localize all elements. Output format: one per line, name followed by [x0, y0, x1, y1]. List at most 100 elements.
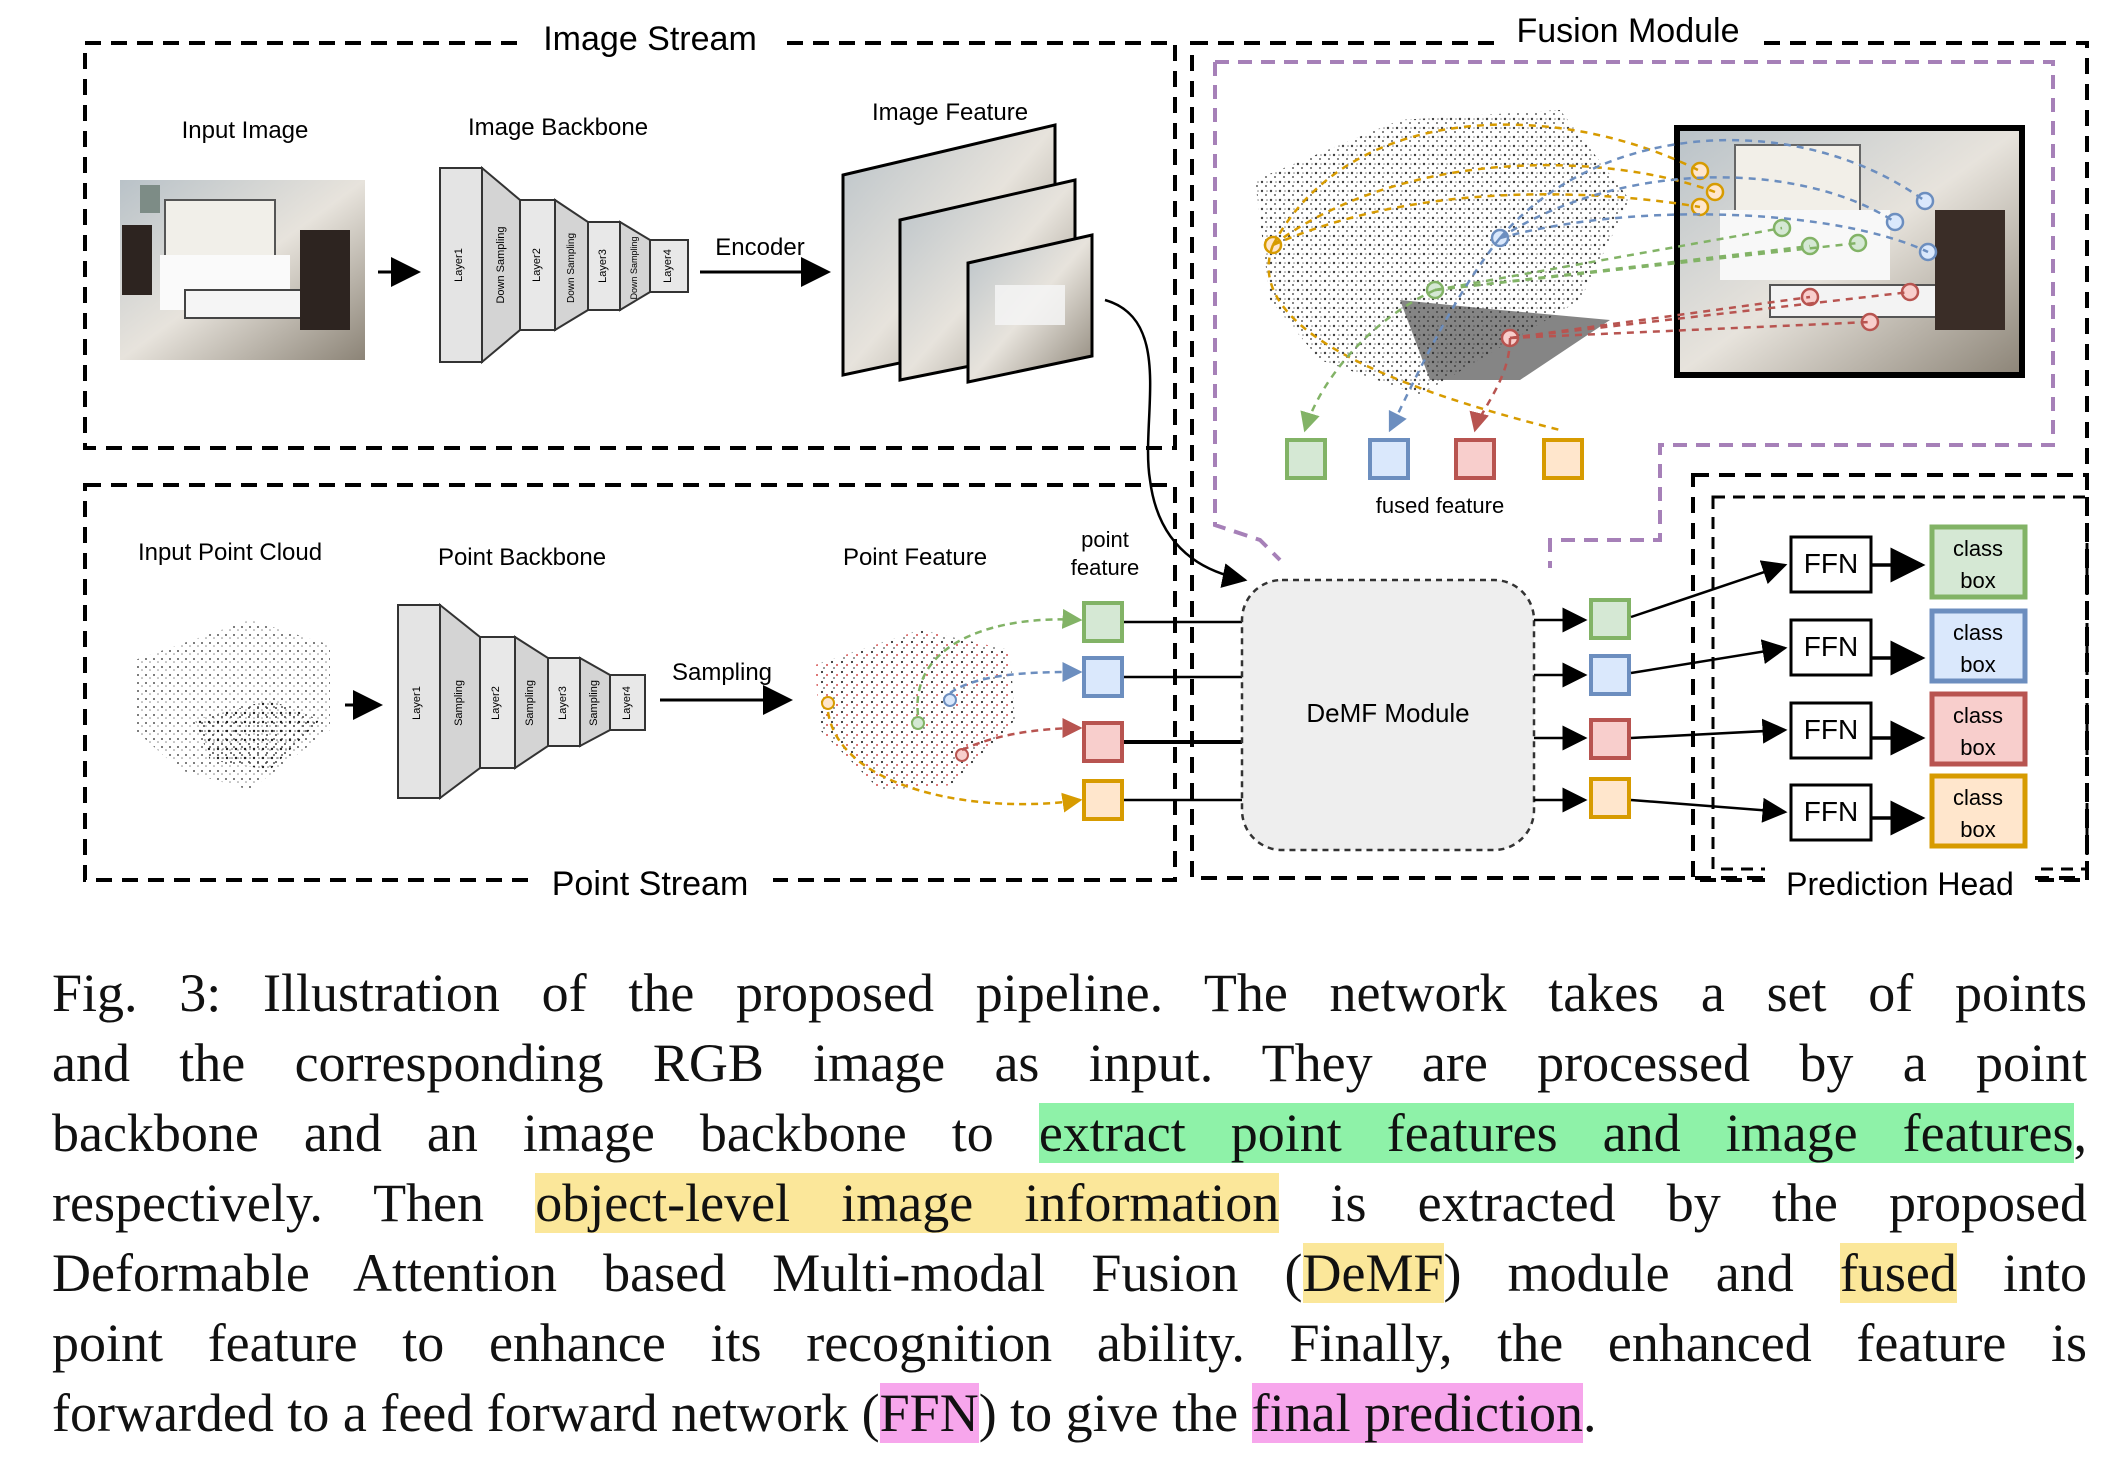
fused-feature-token-green [1285, 438, 1327, 480]
output-class-label: class [1953, 620, 2003, 645]
ffn-label: FFN [1804, 796, 1858, 827]
ffn-block-4 [1789, 783, 1873, 842]
caption-line-3: backbone and an image backbone to extrac… [52, 1098, 2087, 1168]
input-image [120, 180, 365, 360]
point-feature-heading-1: point [1081, 527, 1129, 552]
output-class-label: class [1953, 785, 2003, 810]
image-backbone-layer: Down Sampling [629, 236, 639, 299]
highlight-object-level-info: object-level image information [535, 1173, 1280, 1233]
output-blue [1929, 608, 2028, 684]
point-feature-token-orange [1082, 779, 1124, 821]
fusion-point-cloud [1255, 110, 1630, 395]
output-green [1929, 524, 2028, 600]
image-stream-panel: Image Stream Input Image Image Backbone … [83, 18, 1177, 450]
output-red [1929, 691, 2028, 767]
fused-feature-token-blue [1368, 438, 1410, 480]
caption-line-5: Deformable Attention based Multi-modal F… [52, 1238, 2087, 1308]
point-backbone-layer: Layer4 [621, 686, 633, 720]
sampling-label: Sampling [672, 659, 772, 686]
image-to-demf-arrow [1104, 298, 1248, 588]
output-box-label: box [1960, 817, 1995, 842]
demf-module: DeMF Module [1240, 578, 1536, 852]
caption-text: Deformable Attention based Multi-modal F… [52, 1243, 1303, 1303]
point-to-demf-links [1124, 620, 1242, 802]
fusion-image-panel [1674, 125, 2025, 378]
output-box-label: box [1960, 568, 1995, 593]
image-backbone-layer: Down Sampling [566, 233, 577, 303]
prediction-head-panel: Prediction Head [1691, 473, 2089, 906]
caption-text: respectively. Then [52, 1173, 536, 1233]
highlight-ffn: FFN [879, 1383, 979, 1443]
enhanced-token-green [1589, 598, 1631, 640]
highlight-fused: fused [1839, 1243, 1957, 1303]
demf-module-label: DeMF Module [1306, 698, 1469, 728]
caption-text: backbone and an image backbone to [52, 1103, 1039, 1163]
input-point-cloud-label: Input Point Cloud [138, 539, 322, 566]
caption-text: ) module and [1443, 1243, 1840, 1303]
fusion-module-panel: Fusion Module [1190, 10, 2089, 880]
output-class-label: class [1953, 703, 2003, 728]
fused-feature-token-red [1454, 438, 1496, 480]
ffn-to-output-links [1871, 547, 1926, 836]
token-to-ffn-links [1630, 560, 1788, 823]
point-backbone-layer: Sampling [588, 680, 600, 726]
point-backbone-layer: Layer3 [557, 686, 569, 720]
point-backbone-layer: Layer1 [411, 686, 423, 720]
image-backbone-layer: Layer2 [531, 248, 543, 282]
image-backbone-layer: Down Sampling [495, 226, 507, 303]
output-class-label: class [1953, 536, 2003, 561]
ffn-label: FFN [1804, 631, 1858, 662]
image-backbone: Layer1 Down Sampling Layer2 Down Samplin… [439, 165, 689, 365]
caption-line-6: point feature to enhance its recognition… [52, 1313, 2087, 1373]
point-stream-panel: Point Stream Input Point Cloud Point Bac… [83, 483, 1177, 906]
fusion-purple-outline [1213, 60, 2055, 568]
input-image-label: Input Image [182, 117, 309, 144]
point-feature-token-blue [1082, 656, 1124, 698]
point-backbone-layer: Layer2 [490, 686, 502, 720]
ffn-block-1 [1789, 535, 1873, 594]
demf-output-links [1534, 607, 1588, 813]
pipeline-figure: Image Stream Input Image Image Backbone … [83, 10, 2089, 906]
point-feature-label: Point Feature [843, 544, 987, 571]
class-box-outputs: class box class box class box class box [1929, 524, 2028, 849]
point-feature-heading-2: feature [1071, 555, 1140, 580]
ffn-block-3 [1789, 701, 1873, 760]
caption-line-1: Fig. 3: Illustration of the proposed pip… [52, 963, 2087, 1023]
fusion-projection-lines [1267, 123, 1929, 433]
image-feature-label: Image Feature [872, 99, 1028, 126]
fusion-module-title: Fusion Module [1516, 12, 1739, 50]
encoder-label: Encoder [715, 234, 804, 261]
point-feature-token-red [1082, 721, 1124, 763]
ffn-label: FFN [1804, 714, 1858, 745]
highlight-final-prediction: final prediction [1251, 1383, 1584, 1443]
prediction-head-title: Prediction Head [1786, 866, 2014, 902]
image-feature-stack [841, 123, 1094, 384]
caption-line-7: forwarded to a feed forward network (FFN… [52, 1378, 2087, 1448]
output-box-label: box [1960, 652, 1995, 677]
point-feature-cloud [815, 608, 1083, 813]
image-backbone-layer: Layer4 [662, 249, 674, 283]
caption-line-4: respectively. Then object-level image in… [52, 1168, 2087, 1238]
highlight-demf: DeMF [1302, 1243, 1444, 1303]
caption-text: into [1956, 1243, 2087, 1303]
fused-feature-token-orange [1542, 438, 1584, 480]
caption-text: , [2073, 1103, 2088, 1163]
enhanced-token-blue [1589, 654, 1631, 696]
caption-text: is extracted by the proposed [1279, 1173, 2087, 1233]
point-backbone-layer: Sampling [453, 680, 465, 726]
ffn-label: FFN [1804, 548, 1858, 579]
image-backbone-layer: Layer3 [597, 249, 609, 283]
enhanced-token-orange [1589, 777, 1631, 819]
enhanced-token-red [1589, 718, 1631, 760]
output-box-label: box [1960, 735, 1995, 760]
point-backbone-label: Point Backbone [438, 544, 606, 571]
caption-text: forwarded to a feed forward network ( [52, 1383, 880, 1443]
point-backbone: Layer1 Sampling Layer2 Sampling Layer3 S… [397, 602, 646, 800]
figure-caption: Fig. 3: Illustration of the proposed pip… [52, 958, 2087, 1448]
fused-feature-label: fused feature [1376, 493, 1504, 518]
highlight-extract-features: extract point features and image feature… [1038, 1103, 2074, 1163]
caption-text: ) to give the [978, 1383, 1252, 1443]
point-backbone-layer: Sampling [524, 680, 536, 726]
ffn-blocks: FFN FFN FFN FFN [1789, 535, 1873, 842]
point-stream-title: Point Stream [552, 865, 749, 903]
